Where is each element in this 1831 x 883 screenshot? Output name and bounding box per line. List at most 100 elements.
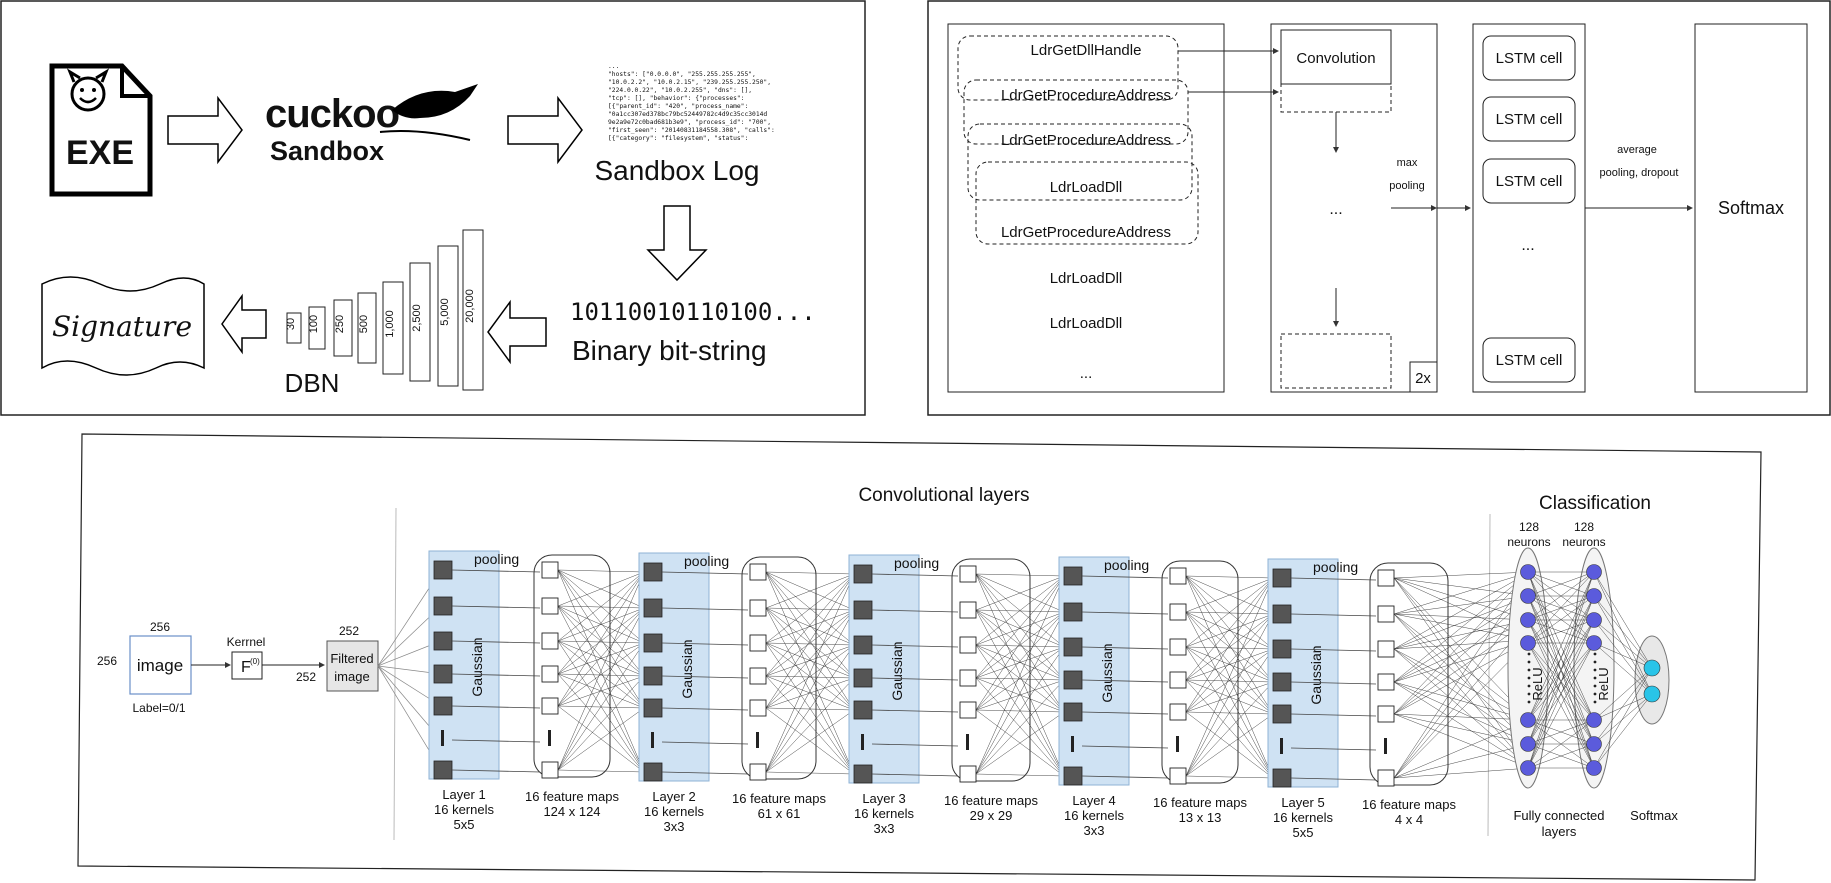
- mesh-line: [557, 607, 645, 707]
- connection-line: [661, 741, 749, 745]
- fc-connection: [1593, 571, 1653, 669]
- dbn-layer-bar: [333, 299, 353, 357]
- mesh-line: [1393, 595, 1531, 779]
- neuron-ellipsis-dot: [1527, 692, 1531, 696]
- softmax-label: Softmax: [1718, 198, 1784, 218]
- feature-map-square: [959, 669, 977, 687]
- mesh-line: [765, 609, 855, 644]
- conv-dashed-box-2: [1280, 333, 1392, 389]
- sandbox-log: ... "hosts": ["0.0.0.0", "255.255.255.25…: [594, 63, 774, 186]
- input-caption: Label=0/1: [132, 701, 185, 715]
- mesh-line: [765, 609, 855, 677]
- mesh-line: [1185, 679, 1274, 683]
- dbn-layer-bar: [286, 312, 302, 344]
- kernel-square: [1063, 670, 1083, 690]
- api-call-item: LdrGetDllHandle: [1031, 42, 1142, 59]
- mesh-line: [557, 607, 645, 675]
- kernel-square: [643, 666, 663, 686]
- exe-label: EXE: [66, 134, 134, 172]
- mesh-line: [765, 675, 855, 679]
- mesh-line: [1393, 619, 1531, 715]
- mesh-line: [1393, 595, 1531, 650]
- mesh-line: [975, 575, 1065, 711]
- mesh-line: [1185, 681, 1274, 713]
- kernel-square: [433, 696, 453, 716]
- dbn-label: DBN: [285, 368, 340, 398]
- feature-map-square: [541, 665, 559, 683]
- mesh-line: [1393, 713, 1531, 721]
- connection-line: [1081, 745, 1169, 749]
- panel-c-cnn-image: Convolutional layers Classification 256 …: [77, 433, 1762, 881]
- connection-line: [1290, 777, 1377, 781]
- dbn-layer-bar: [308, 306, 326, 350]
- log-line: 9e2a9e72c0bad681b3e9", "process_id": "70…: [608, 119, 771, 126]
- avgpool-label-1: average: [1617, 144, 1657, 156]
- maxpool-label-1: max: [1397, 157, 1418, 169]
- mesh-line: [975, 575, 1065, 775]
- dbn-layer-label: 30: [285, 318, 297, 330]
- window-2: [963, 79, 1189, 145]
- fc-connection: [1593, 619, 1653, 669]
- feature-map-square: [959, 765, 977, 783]
- relu-label: ReLU: [1596, 667, 1611, 700]
- mesh-line: [1393, 577, 1531, 641]
- fc-connection: [1527, 595, 1595, 769]
- layer-name: Layer 2: [652, 789, 695, 804]
- feature-map-container: [741, 556, 817, 780]
- input-dim-left: 256: [97, 654, 117, 668]
- connection-line: [1081, 611, 1169, 615]
- fc-connection: [1527, 571, 1595, 597]
- api-call-item: ...: [1080, 365, 1093, 382]
- mesh-line: [765, 677, 855, 709]
- mesh-line: [1393, 719, 1531, 779]
- mesh-line: [1185, 681, 1274, 777]
- mesh-line: [1185, 711, 1274, 715]
- mesh-line: [1393, 571, 1531, 650]
- kernel-square: [853, 564, 873, 584]
- api-call-item: LdrGetProcedureAddress: [1001, 132, 1171, 149]
- gaussian-label: Gaussian: [679, 639, 695, 698]
- cuckoo-name: cuckoo: [265, 92, 399, 136]
- mesh-line: [1185, 646, 1274, 650]
- fc-label-1: Fully connected: [1513, 808, 1604, 823]
- layer-kernel-size: 3x3: [874, 821, 895, 836]
- kernel-square: [1063, 637, 1083, 657]
- fc-connection: [1593, 642, 1653, 669]
- mesh-line: [765, 609, 855, 709]
- ellipsis-dots: [441, 730, 444, 746]
- connection-line: [451, 640, 541, 644]
- repeat-box: [1409, 361, 1438, 393]
- pooling-label: pooling: [474, 551, 519, 567]
- mesh-line: [765, 573, 855, 609]
- gaussian-label: Gaussian: [1308, 645, 1324, 704]
- input-label: image: [137, 656, 183, 675]
- feature-map-square: [541, 632, 559, 650]
- neuron-ellipsis-dot: [1593, 692, 1597, 696]
- connection-line: [661, 675, 749, 679]
- mesh-line: [1185, 713, 1274, 777]
- fc-connection: [1527, 619, 1595, 644]
- ellipsis-dots: [1071, 736, 1074, 752]
- feature-map-square: [1169, 671, 1187, 689]
- feature-map-square: [749, 563, 767, 581]
- connection-line: [661, 642, 749, 646]
- cuckoo-logo: cuckoo Sandbox: [265, 84, 478, 166]
- connection-line: [871, 677, 959, 681]
- mesh-line: [1393, 571, 1531, 683]
- neurons-b-count: 128: [1574, 520, 1594, 534]
- lstm-ellipsis: ...: [1521, 237, 1534, 254]
- pooling-label: pooling: [894, 555, 939, 571]
- fc-connection: [1593, 693, 1653, 769]
- dbn-layer-label: 100: [308, 315, 320, 333]
- mesh-line: [557, 571, 645, 771]
- mesh-line: [1393, 681, 1531, 769]
- mesh-line: [1393, 639, 1531, 683]
- mesh-line: [765, 609, 855, 773]
- mesh-line: [1393, 577, 1531, 721]
- neuron: [1520, 635, 1536, 651]
- api-call-item: LdrLoadDll: [1050, 270, 1123, 287]
- mesh-line: [1185, 577, 1274, 648]
- conv-ellipsis: ...: [1329, 201, 1342, 218]
